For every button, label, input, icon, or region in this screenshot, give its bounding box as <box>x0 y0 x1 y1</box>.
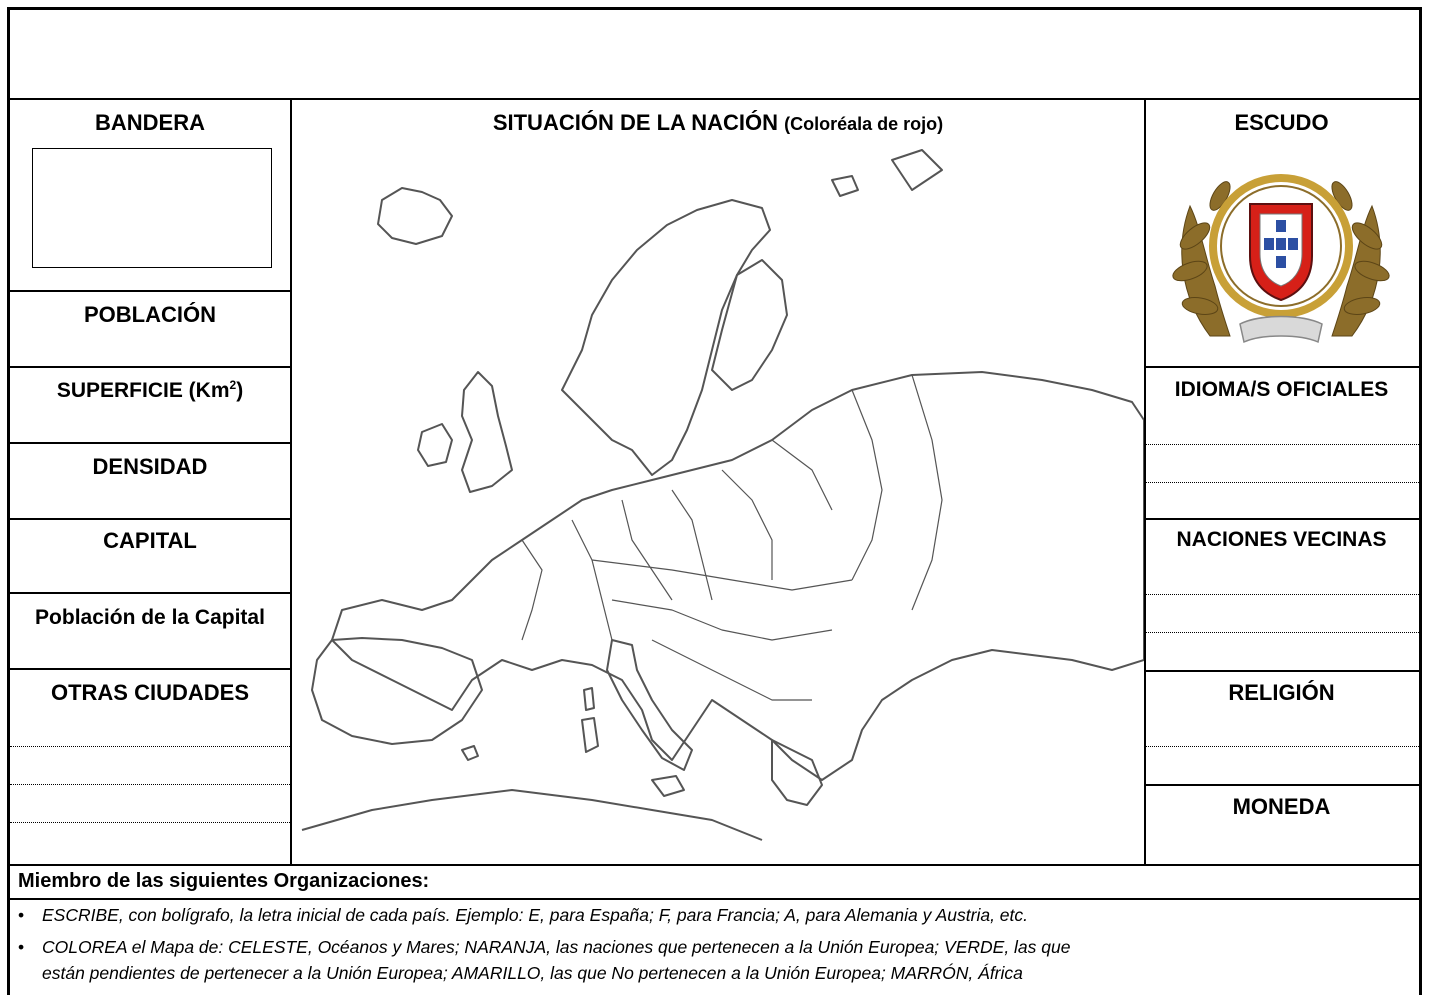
row-sep <box>10 518 290 520</box>
row-sep <box>10 290 290 292</box>
header-divider <box>10 98 1419 100</box>
write-line <box>1144 632 1419 633</box>
novaya-zemlya <box>891 149 943 191</box>
row-sep <box>1144 784 1419 786</box>
write-line <box>1144 482 1419 483</box>
superficie-text: SUPERFICIE (Km <box>56 379 230 402</box>
corsica-outline <box>583 687 595 711</box>
bullet-icon: • <box>18 937 25 957</box>
scandinavia-outline <box>561 199 771 476</box>
worksheet-frame: BANDERA POBLACIÓN SUPERFICIE (Km2) DENSI… <box>7 7 1422 995</box>
mainland-outline <box>331 371 1144 781</box>
capital-label: CAPITAL <box>103 528 197 553</box>
row-sep <box>1144 670 1419 672</box>
row-sep <box>1144 366 1419 368</box>
otras-ciudades-label: OTRAS CIUDADES <box>50 680 249 705</box>
write-line <box>1144 594 1419 595</box>
ireland-outline <box>417 423 453 467</box>
map-title-text: SITUACIÓN DE LA NACIÓN <box>492 110 779 135</box>
write-line <box>10 784 290 785</box>
escudo-label: ESCUDO <box>1234 110 1329 135</box>
densidad-label: DENSIDAD <box>92 454 208 479</box>
svalbard <box>831 175 859 197</box>
sicily-outline <box>651 775 685 797</box>
instruction-text: COLOREA el Mapa de: CELESTE, Océanos y M… <box>42 937 1071 957</box>
iceland-outline <box>377 187 453 245</box>
row-sep <box>10 592 290 594</box>
idiomas-label: IDIOMA/S OFICIALES <box>1174 378 1389 401</box>
north-africa-coast <box>301 789 763 841</box>
poblacion-capital-label: Población de la Capital <box>35 606 265 629</box>
superficie-label: SUPERFICIE (Km2) <box>10 378 290 403</box>
iberia-outline <box>311 637 483 745</box>
instruction-text-cont: están pendientes de pertenecer a la Unió… <box>42 963 1023 983</box>
great-britain-outline <box>461 371 513 493</box>
internal-borders <box>521 374 943 701</box>
row-sep <box>1144 518 1419 520</box>
right-column-divider <box>1144 98 1146 864</box>
superficie-sup: 2 <box>229 378 237 392</box>
instruction-item: • ESCRIBE, con bolígrafo, la letra inici… <box>14 902 1414 928</box>
organizaciones-label: Miembro de las siguientes Organizaciones… <box>18 870 430 892</box>
write-line <box>1144 746 1419 747</box>
bullets-divider <box>10 898 1419 900</box>
finland-outline <box>711 259 788 391</box>
row-sep <box>10 442 290 444</box>
religion-label: RELIGIÓN <box>1228 680 1335 705</box>
balearic-outline <box>461 745 479 761</box>
instructions-list: • ESCRIBE, con bolígrafo, la letra inici… <box>14 902 1414 986</box>
instruction-item: • COLOREA el Mapa de: CELESTE, Océanos y… <box>14 934 1414 986</box>
europe-map[interactable] <box>292 140 1144 862</box>
sardinia-outline <box>581 717 599 753</box>
write-line <box>10 746 290 747</box>
write-line <box>1144 444 1419 445</box>
poblacion-label: POBLACIÓN <box>84 302 216 327</box>
left-column-divider <box>290 98 292 864</box>
portugal-coat-of-arms-icon <box>1172 174 1390 344</box>
naciones-vecinas-label: NACIONES VECINAS <box>1176 528 1387 551</box>
row-sep <box>10 366 290 368</box>
map-title: SITUACIÓN DE LA NACIÓN (Coloréala de roj… <box>292 110 1144 136</box>
row-sep <box>10 668 290 670</box>
greece-outline <box>771 739 823 806</box>
italy-outline <box>606 639 693 771</box>
moneda-label: MONEDA <box>1232 794 1331 819</box>
bandera-label: BANDERA <box>95 110 205 135</box>
footer-divider <box>10 864 1419 866</box>
superficie-close: ) <box>236 379 244 402</box>
write-line <box>10 822 290 823</box>
flag-box[interactable] <box>32 148 272 268</box>
map-subtitle: (Coloréala de rojo) <box>784 114 944 134</box>
bullet-icon: • <box>18 905 25 925</box>
instruction-text: ESCRIBE, con bolígrafo, la letra inicial… <box>42 905 1029 925</box>
